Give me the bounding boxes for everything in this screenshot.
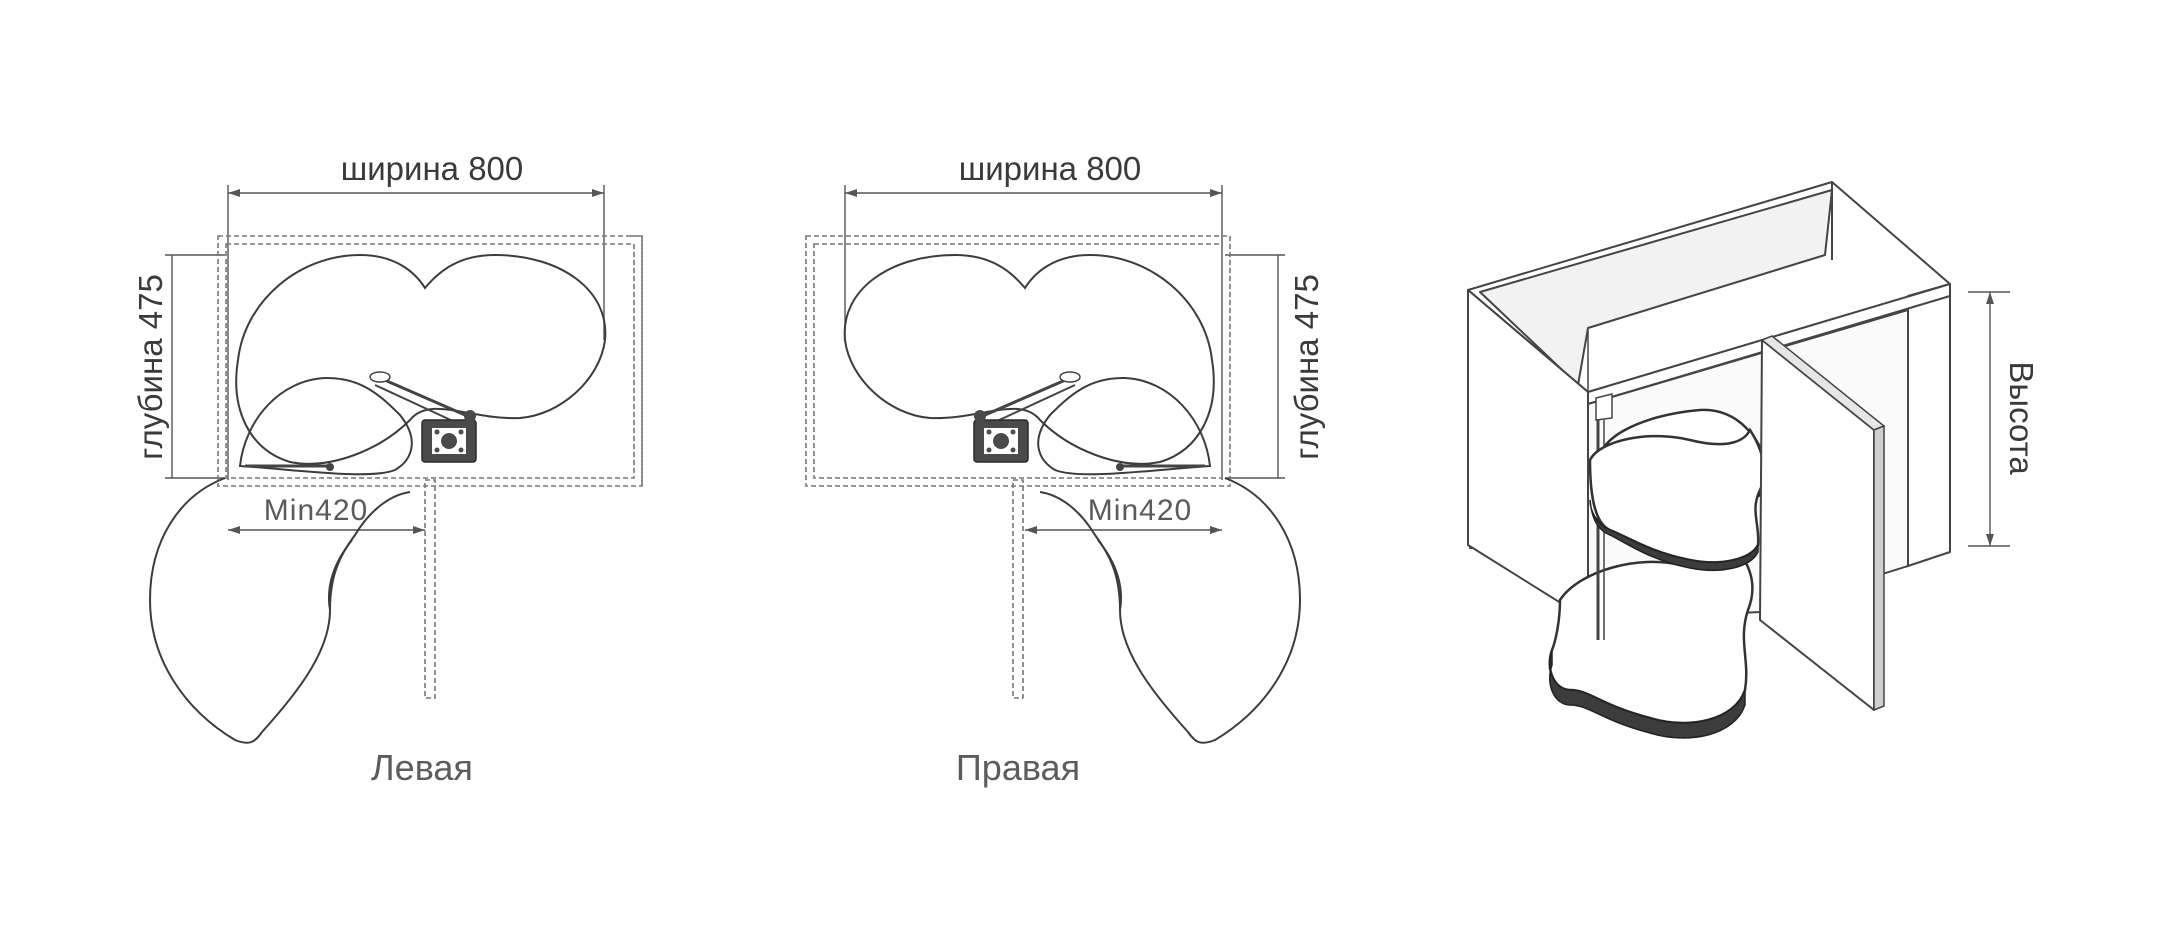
left-depth-label: глубина 475: [132, 274, 169, 460]
left-upper-tray-outline: [235, 253, 607, 465]
right-upper-tray-outline: [843, 253, 1215, 465]
left-mechanism-icon: [421, 410, 477, 463]
right-swung-tray-inner: [1097, 539, 1122, 611]
left-min-dimension: Min420: [228, 494, 425, 534]
cabinet-height-label: Высота: [2003, 361, 2040, 475]
left-width-label: ширина 800: [341, 150, 524, 187]
left-min-label: Min420: [264, 494, 368, 527]
left-arm-linkage: [245, 371, 466, 471]
right-lower-tray-outline: [1037, 376, 1212, 476]
right-width-label: ширина 800: [959, 150, 1142, 187]
right-caption: Правая: [956, 747, 1080, 788]
left-lower-tray-outline: [238, 376, 413, 476]
right-plan-diagram: ширина 800 глубина 475 Min420: [805, 150, 1325, 788]
cabinet-3d-view: Высота: [1467, 181, 2040, 739]
right-cabinet-outline: [805, 235, 1231, 699]
left-width-dimension: ширина 800: [227, 150, 605, 480]
left-cabinet-outline: [217, 235, 643, 699]
cabinet-height-dimension: Высота: [1968, 291, 2040, 547]
right-min-label: Min420: [1088, 494, 1192, 527]
right-mechanism-icon: [973, 410, 1029, 463]
cabinet-right-side: [1907, 283, 1951, 567]
left-swung-tray-inner: [328, 539, 353, 611]
right-arm-linkage: [984, 371, 1205, 471]
left-plan-diagram: ширина 800 глубина 475 Min420: [132, 150, 643, 788]
right-min-dimension: Min420: [1025, 494, 1222, 534]
right-width-dimension: ширина 800: [844, 150, 1223, 480]
right-depth-label: глубина 475: [1288, 274, 1325, 460]
left-caption: Левая: [371, 747, 473, 788]
left-depth-dimension: глубина 475: [132, 254, 225, 479]
right-depth-dimension: глубина 475: [1225, 254, 1325, 479]
